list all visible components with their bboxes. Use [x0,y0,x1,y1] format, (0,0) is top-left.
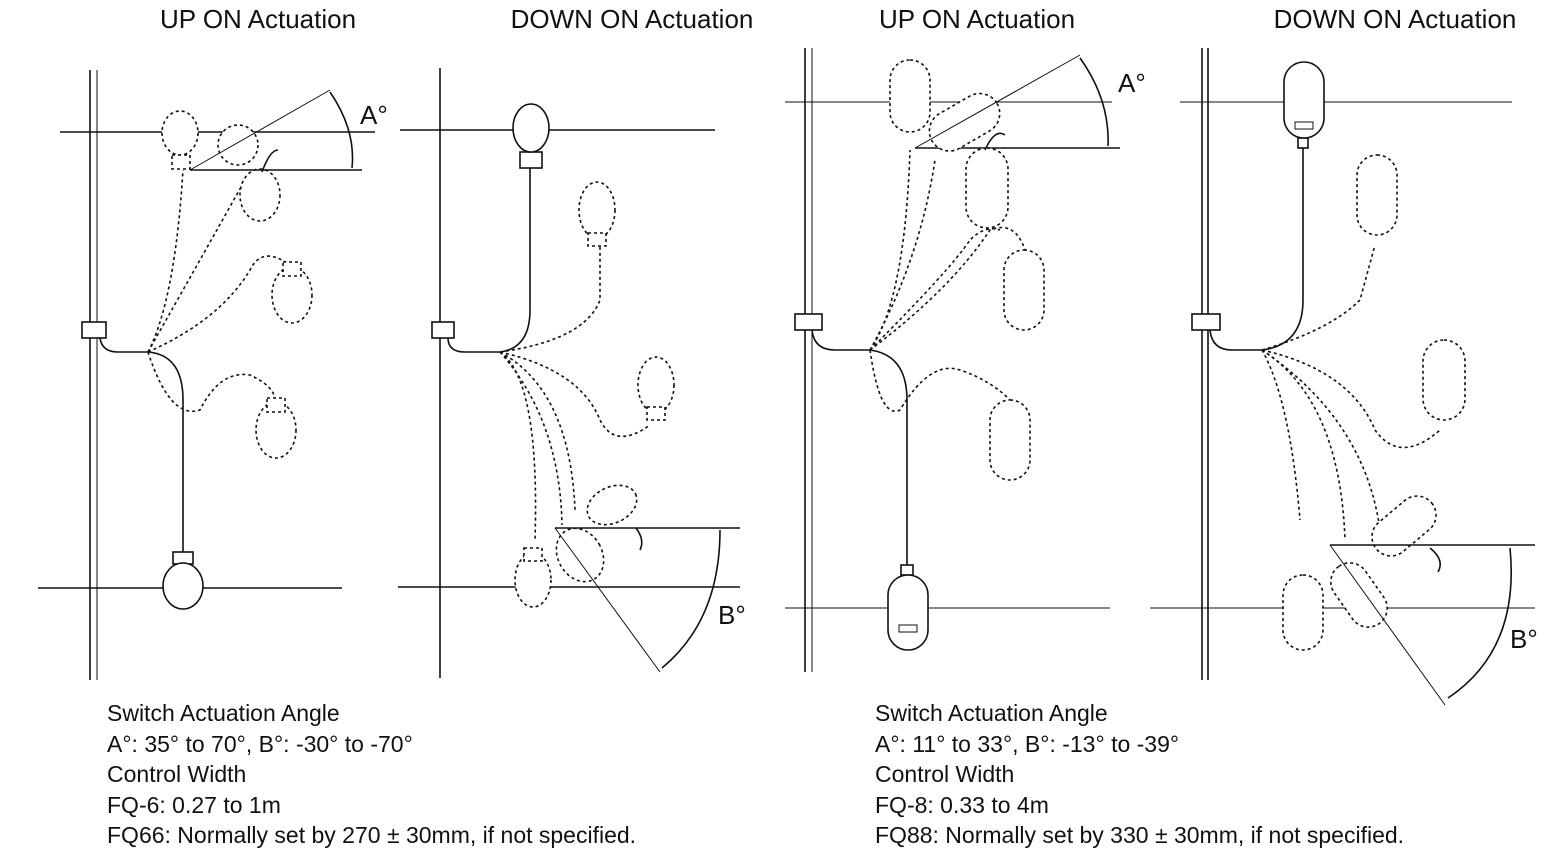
spec-heading: Switch Actuation Angle [107,700,340,726]
rotation-arrow [1429,547,1441,573]
float-dotted [1371,495,1437,557]
spec-range: FQ-8: 0.33 to 4m [875,791,1049,818]
float-cap [519,151,543,169]
cable-dotted [147,169,184,353]
cable [99,337,184,552]
spec-range: FQ-6: 0.27 to 1m [107,791,281,818]
panel-title: UP ON Actuation [159,4,357,34]
angle-line [914,54,1081,149]
cable [1209,148,1304,351]
cable [811,329,908,565]
cable-dotted [869,159,936,351]
cable-dotted [869,149,911,351]
cable-dotted [869,227,1001,351]
cable-clamp [794,313,823,331]
cable-dotted [1261,349,1301,521]
angle-a-label: A° [1118,68,1146,98]
float-dotted [989,399,1031,481]
float-dotted [161,110,199,156]
float-dotted [1356,154,1398,236]
angle-b-label: B° [1510,624,1538,654]
cable-dotted [1261,349,1346,541]
float-dotted [965,147,1009,229]
float [887,574,929,651]
cable-dotted [1261,349,1381,531]
float-dotted [271,266,313,324]
float-dotted [1282,574,1324,651]
cable-clamp [81,321,107,339]
cable-clamp [431,321,455,339]
float-marking [898,624,918,633]
float-cap-dotted [587,232,607,247]
float-dotted [889,59,931,133]
spec-angles: A°: 35° to 70°, B°: -30° to -70° [107,730,413,757]
rotation-arrow [635,527,643,551]
cable-dotted [869,349,1011,412]
angle-arc [329,91,354,169]
float [512,103,550,153]
spec-default: FQ88: Normally set by 330 ± 30mm, if not… [875,822,1405,848]
cable-dotted [869,226,1026,351]
panel-fq8-down-on [1150,48,1535,706]
angle-line [189,89,331,171]
float-dotted [586,484,638,526]
float-dotted [514,552,552,608]
cable [447,168,531,353]
float [162,562,204,610]
float-dotted [578,181,616,239]
rotation-arrow [261,149,279,173]
panel-title: DOWN ON Actuation [510,4,754,34]
float-dotted [217,124,259,166]
float-dotted [239,168,281,222]
panel-title: DOWN ON Actuation [1273,4,1517,34]
cable-dotted [499,351,563,526]
float-dotted [1422,339,1466,421]
angle-arc [1447,547,1512,699]
cable-dotted [147,351,276,413]
cable-dotted [1261,244,1376,351]
float-dotted [555,527,605,583]
float-cap-dotted [171,154,191,170]
fq6-specs: Switch Actuation Angle A°: 35° to 70°, B… [107,698,636,851]
float-dotted [637,356,675,414]
panel-fq6-down-on [398,68,740,678]
angle-arc [1079,57,1109,147]
cable-dotted [499,351,537,541]
angle-b-label: B° [718,600,746,630]
cable-clamp [1191,313,1221,331]
float-cap-dotted [282,261,302,277]
cable-dotted [147,179,246,353]
panel-title: UP ON Actuation [878,4,1076,34]
cable-dotted [499,245,601,353]
spec-angles: A°: 11° to 33°, B°: -13° to -39° [875,730,1180,757]
spec-width-heading: Control Width [107,761,247,787]
float-cap-dotted [523,547,543,562]
panel-fq8-up-on [785,48,1120,672]
angle-arc [661,529,721,669]
cable-dotted [499,351,651,438]
float-cap-dotted [646,406,666,421]
fq8-specs: Switch Actuation Angle A°: 11° to 33°, B… [875,698,1404,851]
float-marking [1294,121,1314,130]
cable-dotted [1261,349,1441,449]
float-dotted [1003,249,1045,331]
rotation-arrow [984,132,1006,151]
spec-heading: Switch Actuation Angle [875,700,1108,726]
float-cap [1297,137,1309,149]
float-cap [900,564,914,576]
float-dotted [1330,562,1388,628]
float-dotted [928,92,1001,152]
angle-line [1329,544,1446,706]
panel-fq6-up-on [38,70,375,680]
float-cap-dotted [266,397,286,413]
cable-dotted [147,255,291,353]
cable-dotted [499,351,576,511]
float-dotted [255,401,297,459]
angle-a-label: A° [360,100,388,130]
float [1283,61,1325,139]
angle-line [554,527,661,673]
spec-default: FQ66: Normally set by 270 ± 30mm, if not… [107,822,637,848]
spec-width-heading: Control Width [875,761,1015,787]
